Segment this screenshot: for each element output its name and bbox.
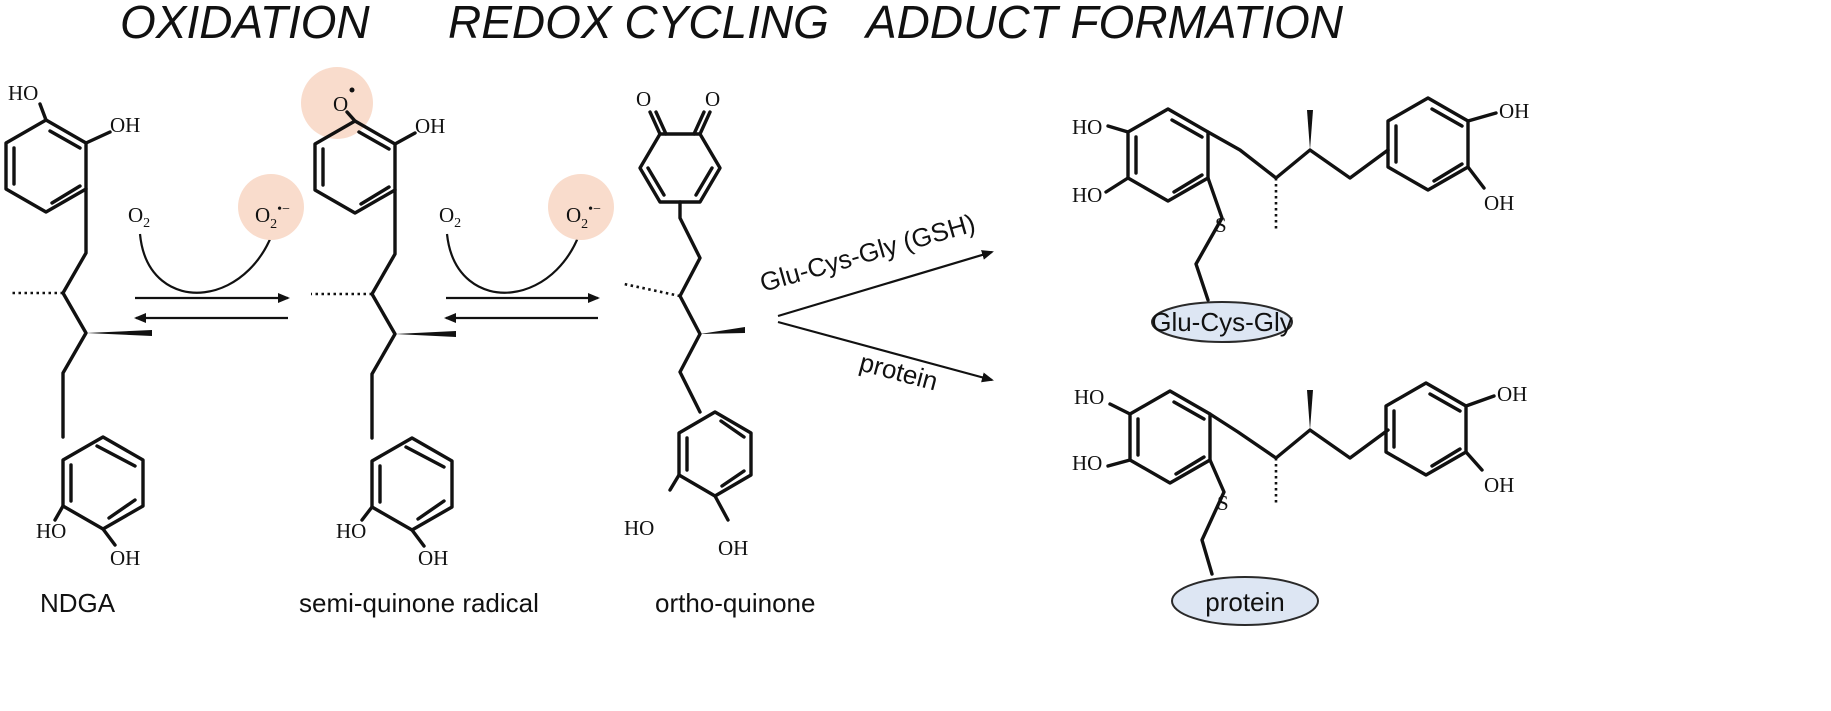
atom-label: HO (8, 81, 38, 105)
orthoquinone-structure: O O HO OH (623, 87, 753, 560)
atom-label: OH (1484, 473, 1514, 497)
atom-label: OH (1484, 191, 1514, 215)
atom-label: OH (1499, 99, 1529, 123)
ndga-structure: HO OH HO OH (4, 81, 152, 570)
compound-name-semiquinone: semi-quinone radical (299, 588, 539, 618)
atom-label: HO (1072, 183, 1102, 207)
oxygen-reagent: O2 (439, 203, 461, 231)
superoxide-product: O2•− (566, 202, 601, 232)
gsh-tag-label: Glu-Cys-Gly (1151, 307, 1293, 337)
gsh-adduct-structure: HO HO S OH OH (1072, 96, 1529, 302)
radical-highlight (238, 174, 304, 240)
atom-label: OH (110, 546, 140, 570)
heading-oxidation: OXIDATION (120, 0, 370, 48)
atom-label: OH (418, 546, 448, 570)
semiquinone-structure: O OH HO OH (311, 87, 456, 570)
atom-label: HO (36, 519, 66, 543)
redox-equilibrium (444, 174, 614, 323)
atom-label: OH (110, 113, 140, 137)
radical-dot (349, 87, 355, 93)
protein-adduct-structure: HO HO S OH OH (1072, 381, 1527, 576)
gsh-tag: Glu-Cys-Gly (1151, 301, 1293, 343)
atom-label: HO (336, 519, 366, 543)
superoxide-product: O2•− (255, 202, 290, 232)
atom-label: O (333, 92, 348, 116)
atom-label: OH (415, 114, 445, 138)
gsh-reaction-label: Glu-Cys-Gly (GSH) (756, 208, 978, 298)
atom-label: OH (1497, 382, 1527, 406)
protein-reaction-arrow (777, 320, 994, 383)
heading-adduct-formation: ADDUCT FORMATION (863, 0, 1344, 48)
atom-label: HO (624, 516, 654, 540)
oxygen-reagent: O2 (128, 203, 150, 231)
heading-redox-cycling: REDOX CYCLING (448, 0, 829, 48)
atom-label: S (1217, 491, 1229, 515)
atom-label: S (1215, 213, 1227, 237)
oxidation-equilibrium (134, 174, 304, 323)
compound-name-orthoquinone: ortho-quinone (655, 588, 815, 618)
atom-label: HO (1072, 451, 1102, 475)
atom-label: HO (1074, 385, 1104, 409)
protein-tag: protein (1171, 576, 1319, 626)
gsh-reaction-arrow (777, 250, 994, 318)
protein-tag-label: protein (1205, 587, 1285, 617)
atom-label: O (636, 87, 651, 111)
atom-label: OH (718, 536, 748, 560)
compound-name-ndga: NDGA (40, 588, 116, 618)
atom-label: O (705, 87, 720, 111)
radical-highlight (548, 174, 614, 240)
atom-label: HO (1072, 115, 1102, 139)
